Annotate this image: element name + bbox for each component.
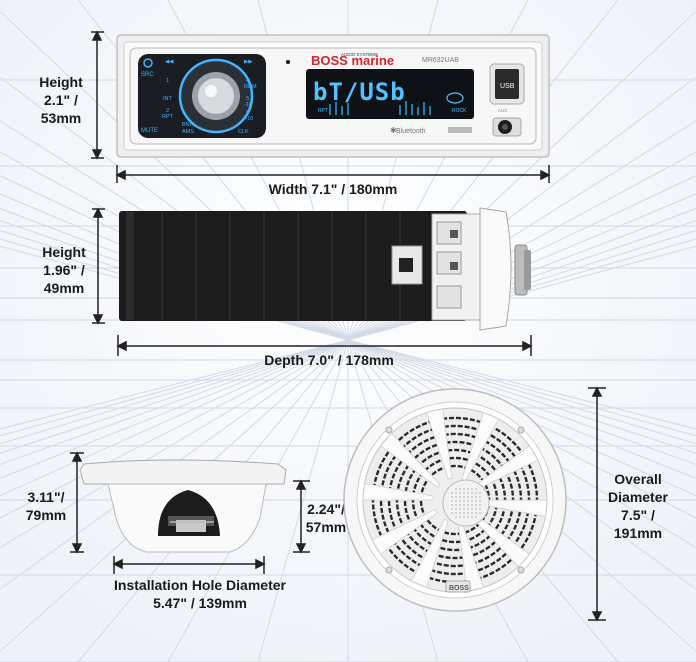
installation-hole-dimension bbox=[112, 556, 266, 574]
btn-ams-label: AMS bbox=[182, 129, 194, 135]
svg-text:◀◀: ◀◀ bbox=[165, 59, 174, 65]
brand-small: AUDIO SYSTEMS bbox=[341, 52, 378, 57]
model-label: MR632UAB bbox=[422, 57, 459, 64]
src-label: SRC bbox=[141, 72, 154, 78]
btn-+10-label: +10 bbox=[244, 116, 253, 122]
height-label-side: Height 1.96" / 49mm bbox=[42, 244, 86, 296]
btn-bnd-label: BND bbox=[182, 122, 194, 128]
installation-hole-label: Installation Hole Diameter 5.47" / 139mm bbox=[114, 577, 286, 611]
btn-1-label: 1 bbox=[166, 78, 169, 84]
depth-dimension-side bbox=[116, 335, 533, 356]
radio-chassis bbox=[119, 211, 467, 321]
speaker-tweeter bbox=[442, 479, 490, 527]
usb-label: USB bbox=[500, 83, 515, 90]
btn-4-label: 4 bbox=[246, 78, 249, 84]
speaker-mount-depth-label: 2.24"/ 57mm bbox=[305, 501, 347, 535]
speaker-rim bbox=[79, 459, 287, 485]
btn-5-label: 5 bbox=[246, 96, 249, 102]
power-icon bbox=[143, 58, 153, 68]
speaker-mount-depth-dimension bbox=[293, 479, 310, 554]
height-label-front: Height 2.1" / 53mm bbox=[39, 74, 83, 126]
btn-rdm-label: RDM bbox=[244, 84, 257, 90]
faceplate-edge bbox=[479, 207, 512, 331]
speaker-logo: BOSS bbox=[449, 585, 469, 592]
overall-diameter-label: Overall Diameter 7.5" / 191mm bbox=[608, 471, 668, 541]
bluetooth-label: Bluetooth bbox=[396, 128, 426, 135]
aux-label: AUX bbox=[498, 108, 507, 113]
brand-logo: BOSS marine bbox=[311, 53, 394, 68]
display-text: bT/USb bbox=[313, 78, 406, 106]
display-eq-bars bbox=[329, 101, 431, 115]
overall-diameter-dimension bbox=[588, 386, 606, 622]
btn--10-label: -10 bbox=[244, 102, 252, 108]
display-rock: ROCK bbox=[452, 108, 467, 114]
btn-rpt-label: RPT bbox=[162, 114, 174, 120]
depth-label-side: Depth 7.0" / 178mm bbox=[264, 352, 394, 368]
height-dimension-side bbox=[92, 207, 105, 325]
speaker-height-label: 3.11"/ 79mm bbox=[25, 489, 67, 523]
mute-label: MUTE bbox=[141, 128, 158, 134]
btn-2-label: 2 bbox=[166, 108, 169, 114]
display-rpt: RPT bbox=[318, 108, 328, 114]
svg-text:▶▶: ▶▶ bbox=[244, 59, 253, 65]
width-dimension-front bbox=[115, 165, 551, 183]
width-label-front: Width 7.1" / 180mm bbox=[268, 181, 398, 197]
clk-label: CLK bbox=[238, 129, 249, 135]
height-dimension-front bbox=[91, 30, 104, 160]
bluetooth-icon: ✱ bbox=[390, 126, 397, 135]
speaker-height-dimension bbox=[70, 451, 84, 554]
btn-6-label: 6 bbox=[246, 110, 249, 116]
btn-int-label: INT bbox=[163, 96, 173, 102]
